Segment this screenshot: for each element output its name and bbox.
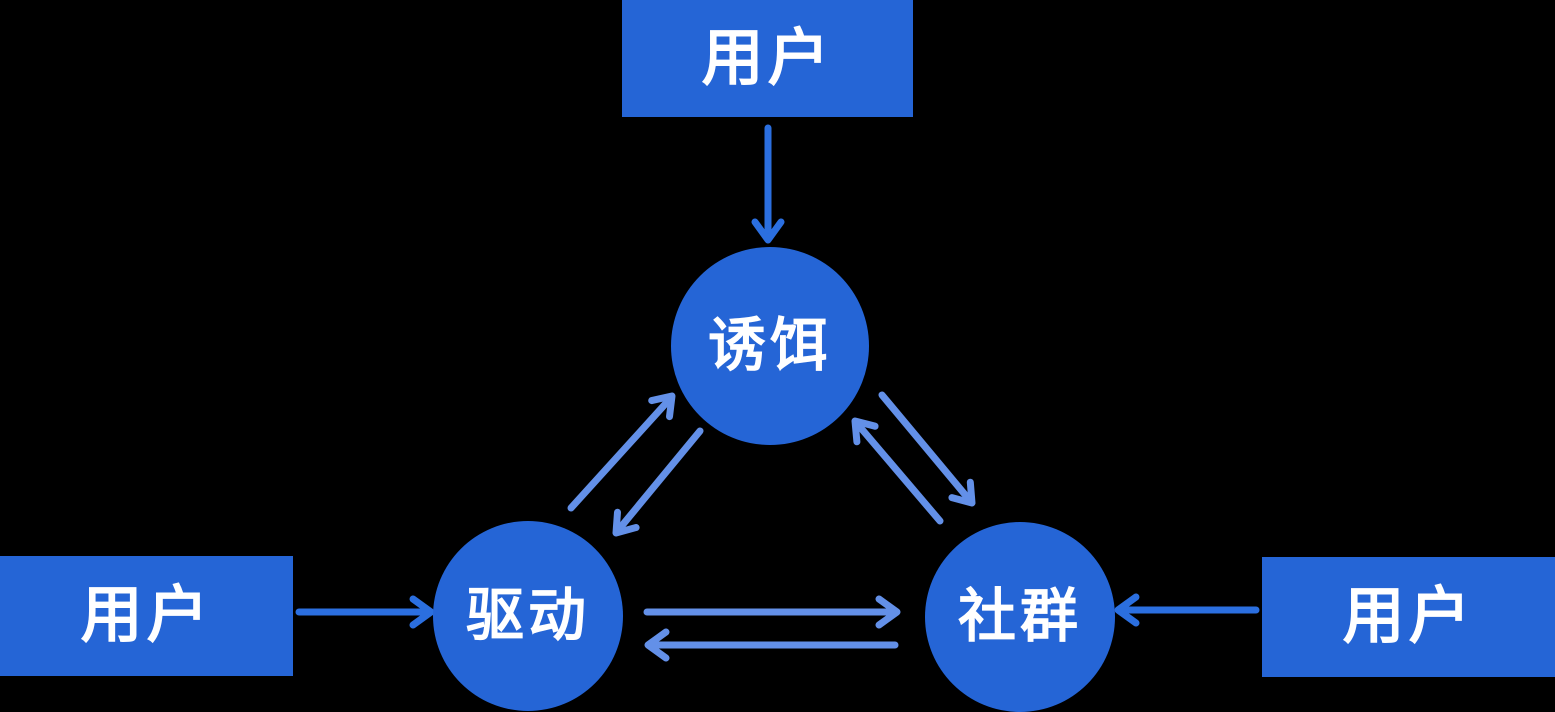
node-community-label: 社群 — [957, 584, 1082, 649]
arrow-left-user-to-drive — [295, 595, 435, 629]
arrow-community-to-drive — [644, 628, 899, 662]
node-user-left-label: 用户 — [80, 581, 213, 650]
node-community: 社群 — [925, 522, 1115, 712]
arrow-bait-to-drive — [612, 427, 704, 537]
node-user-top: 用户 — [622, 0, 913, 117]
node-drive-label: 驱动 — [465, 583, 590, 648]
node-user-right: 用户 — [1262, 557, 1555, 677]
arrow-top-user-to-bait — [751, 124, 785, 244]
node-user-right-label: 用户 — [1342, 582, 1475, 651]
node-bait: 诱饵 — [671, 247, 869, 445]
arrow-drive-to-community — [643, 595, 901, 629]
node-user-left: 用户 — [0, 556, 293, 676]
node-drive: 驱动 — [433, 521, 623, 711]
arrow-drive-to-bait — [567, 392, 676, 512]
node-bait-label: 诱饵 — [707, 313, 832, 378]
arrow-right-user-to-community — [1114, 593, 1260, 627]
node-user-top-label: 用户 — [701, 23, 834, 93]
arrow-community-to-bait — [851, 417, 944, 525]
arrow-bait-to-community — [878, 391, 976, 507]
